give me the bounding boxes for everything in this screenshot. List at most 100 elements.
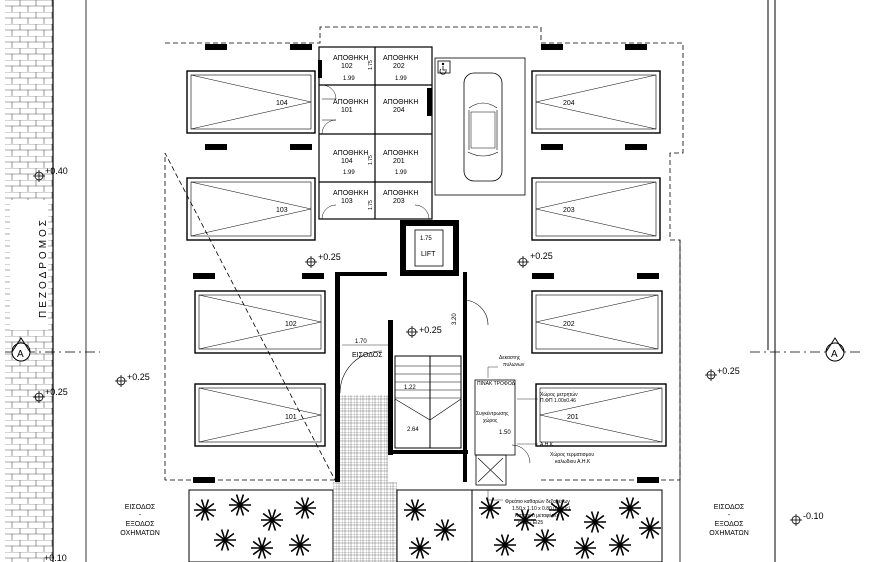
parking-spaces: 104 103 102 101 204 203 202 201 bbox=[186, 70, 667, 447]
level-right-upper: +0.25 bbox=[530, 251, 553, 261]
svg-text:201: 201 bbox=[567, 414, 579, 421]
plant-icon bbox=[619, 497, 641, 519]
svg-text:1.50 x 1.10 x 0.80 (βάθος): 1.50 x 1.10 x 0.80 (βάθος) bbox=[512, 505, 571, 512]
svg-text:202: 202 bbox=[563, 321, 575, 328]
lift-label: LIFT bbox=[421, 251, 436, 258]
lift: LIFT 1.75 bbox=[400, 220, 459, 276]
section-marker-right: A bbox=[831, 349, 838, 360]
level-sidewalk-mid: +0.25 bbox=[45, 387, 68, 397]
svg-text:103: 103 bbox=[341, 198, 353, 205]
svg-text:101: 101 bbox=[285, 414, 297, 421]
accessible-parking bbox=[434, 57, 526, 196]
vehicle-entry-left: ΕΙΣΟΔΟΣ - ΕΞΟΔΟΣ ΟΧΗΜΑΤΩΝ bbox=[120, 504, 160, 537]
plant-icon bbox=[434, 519, 456, 541]
svg-text:πυλωνων: πυλωνων bbox=[503, 362, 525, 368]
stairwell: ΕΙΣΟΔΟΣ 1.70 3.20 1.22 2.64 bbox=[335, 272, 489, 482]
parking-101: 101 bbox=[194, 383, 326, 447]
dim-122: 1.22 bbox=[404, 385, 416, 391]
level-sidewalk-bottom: +0.10 bbox=[44, 553, 67, 562]
car-icon bbox=[463, 72, 503, 182]
svg-text:203: 203 bbox=[393, 198, 405, 205]
svg-text:ΑΠΟΘΗΚΗ: ΑΠΟΘΗΚΗ bbox=[333, 99, 368, 106]
plant-icon bbox=[229, 494, 251, 516]
svg-text:χώρος: χώρος bbox=[483, 417, 498, 424]
dim-150: 1.50 bbox=[499, 430, 511, 436]
svg-text:1.99: 1.99 bbox=[343, 170, 355, 176]
plant-icon bbox=[479, 497, 501, 519]
dim-264: 2.64 bbox=[407, 427, 419, 433]
parking-102: 102 bbox=[194, 290, 326, 354]
plant-icon bbox=[534, 529, 556, 551]
svg-text:1.99: 1.99 bbox=[395, 170, 407, 176]
sidewalk: ΠΕΖΟΔΡΟΜΟΣ bbox=[5, 0, 87, 562]
svg-text:204: 204 bbox=[563, 100, 575, 107]
svg-text:Χώρος τερματισμου: Χώρος τερματισμου bbox=[550, 451, 594, 458]
plant-icon bbox=[289, 534, 311, 556]
svg-text:ΟΧΗΜΑΤΩΝ: ΟΧΗΜΑΤΩΝ bbox=[120, 530, 160, 537]
plant-icon bbox=[251, 537, 273, 559]
svg-text:1.99: 1.99 bbox=[343, 76, 355, 82]
section-line: A A bbox=[5, 337, 862, 362]
level-entrance: +0.25 bbox=[419, 325, 442, 335]
svg-text:103: 103 bbox=[276, 207, 288, 214]
svg-text:Χώρος μετρητών: Χώρος μετρητών bbox=[540, 391, 578, 398]
plant-icon bbox=[514, 509, 536, 531]
level-sidewalk-top: +0.40 bbox=[45, 166, 68, 176]
plant-icon bbox=[494, 534, 516, 556]
svg-text:Φρεάτιο καθαρών δεξαμένων: Φρεάτιο καθαρών δεξαμένων bbox=[505, 498, 570, 505]
svg-text:ΑΠΟΘΗΚΗ: ΑΠΟΘΗΚΗ bbox=[333, 55, 368, 62]
level-right-bottom: -0.10 bbox=[803, 511, 824, 521]
svg-text:ΑΠΟΘΗΚΗ: ΑΠΟΘΗΚΗ bbox=[333, 190, 368, 197]
svg-text:ΕΙΣΟΔΟΣ: ΕΙΣΟΔΟΣ bbox=[714, 504, 745, 511]
plant-icon bbox=[404, 499, 426, 521]
parking-203: 203 bbox=[531, 177, 661, 241]
svg-text:ΑΠΟΘΗΚΗ: ΑΠΟΘΗΚΗ bbox=[383, 190, 418, 197]
svg-text:ΕΙΣΟΔΟΣ: ΕΙΣΟΔΟΣ bbox=[125, 504, 156, 511]
svg-text:ΑΠΟΘΗΚΗ: ΑΠΟΘΗΚΗ bbox=[383, 55, 418, 62]
dim-170: 1.70 bbox=[355, 339, 367, 345]
svg-text:Α.Η.Κ: Α.Η.Κ bbox=[540, 442, 554, 448]
svg-text:1.75: 1.75 bbox=[368, 155, 374, 165]
lift-dimension: 1.75 bbox=[420, 236, 432, 242]
section-marker-left: A bbox=[17, 349, 24, 360]
plant-icon bbox=[194, 499, 216, 521]
plant-icon bbox=[584, 511, 606, 533]
parking-204: 204 bbox=[531, 70, 661, 134]
svg-text:ΠΙΝΑΚ ΤΡΟΦΟΔ: ΠΙΝΑΚ ΤΡΟΦΟΔ bbox=[477, 381, 516, 387]
svg-text:οικια - ΕΙ25: οικια - ΕΙ25 bbox=[518, 520, 543, 526]
plant-icon bbox=[574, 537, 596, 559]
svg-text:Δεκαστης: Δεκαστης bbox=[499, 355, 521, 361]
columns bbox=[193, 44, 659, 483]
svg-text:ΕΞΟΔΟΣ: ΕΞΟΔΟΣ bbox=[715, 521, 744, 528]
svg-text:203: 203 bbox=[563, 207, 575, 214]
parking-104: 104 bbox=[186, 70, 316, 134]
svg-text:Π.ΦΠ 1.00x0.46: Π.ΦΠ 1.00x0.46 bbox=[540, 398, 576, 404]
plant-icon bbox=[409, 537, 431, 559]
wheelchair-icon bbox=[437, 60, 451, 75]
plant-icon bbox=[609, 534, 631, 556]
plant-icon bbox=[214, 529, 236, 551]
svg-text:1.75: 1.75 bbox=[368, 200, 374, 210]
garden-planters bbox=[188, 482, 663, 562]
svg-text:καλωδιου Α.Η.Κ: καλωδιου Α.Η.Κ bbox=[555, 459, 591, 465]
svg-text:204: 204 bbox=[393, 107, 405, 114]
parking-202: 202 bbox=[531, 290, 663, 354]
plant-icon bbox=[639, 517, 661, 539]
plant-icon bbox=[294, 497, 316, 519]
svg-text:Συγκέντρωσης: Συγκέντρωσης bbox=[476, 410, 509, 417]
svg-text:-: - bbox=[728, 512, 731, 519]
parking-103: 103 bbox=[186, 177, 316, 241]
svg-text:102: 102 bbox=[285, 321, 297, 328]
svg-text:104: 104 bbox=[276, 100, 288, 107]
level-left-upper: +0.25 bbox=[318, 252, 341, 262]
svg-text:Κατσούτι μεταφέρει: Κατσούτι μεταφέρει bbox=[515, 512, 558, 519]
svg-text:102: 102 bbox=[341, 63, 353, 70]
svg-text:ΟΧΗΜΑΤΩΝ: ΟΧΗΜΑΤΩΝ bbox=[709, 530, 749, 537]
parking-201: 201 bbox=[535, 383, 667, 447]
svg-text:104: 104 bbox=[341, 158, 353, 165]
svg-text:101: 101 bbox=[341, 107, 353, 114]
level-right-outside: +0.25 bbox=[717, 366, 740, 376]
svg-text:202: 202 bbox=[393, 63, 405, 70]
dim-320: 3.20 bbox=[452, 313, 458, 325]
